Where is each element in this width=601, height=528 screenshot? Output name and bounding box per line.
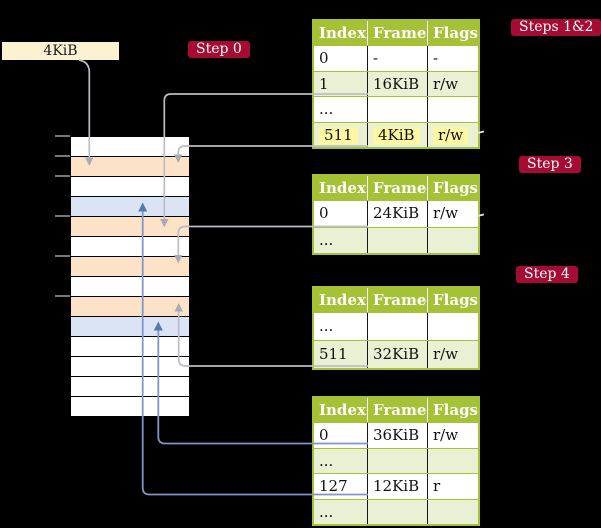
- address-tick: [55, 215, 70, 217]
- cell-index: 511: [314, 341, 368, 368]
- table-header-row: Index Frame Flags: [314, 288, 478, 312]
- cell-frame: [368, 499, 428, 524]
- col-header-frame: Frame: [368, 398, 428, 422]
- address-tick: [55, 135, 70, 137]
- table-header-row: Index Frame Flags: [314, 176, 478, 200]
- cell-index: 1: [314, 71, 368, 96]
- page-table-1: Index Frame Flags 0 - - 1 16KiB r/w ... …: [312, 19, 480, 149]
- cell-frame: 12KiB: [368, 474, 428, 499]
- cell-frame: 4KiB: [368, 122, 428, 147]
- table-row-highlighted: 511 4KiB r/w: [314, 121, 478, 148]
- col-header-frame: Frame: [368, 176, 428, 200]
- step-0-badge: Step 0: [188, 41, 250, 58]
- cell-flags: [428, 500, 478, 525]
- col-header-frame: Frame: [368, 288, 428, 312]
- steps-1-2-badge: Steps 1&2: [511, 19, 601, 36]
- table-row: 127 12KiB r: [314, 473, 478, 499]
- step-3-badge: Step 3: [519, 156, 581, 173]
- table-row: 511 32KiB r/w: [314, 340, 478, 368]
- memory-frame-row: [71, 257, 189, 277]
- cell-index: ...: [314, 313, 368, 340]
- memory-frame-row: [71, 297, 189, 317]
- memory-frame-row: [71, 237, 189, 257]
- memory-frame-row: [71, 137, 189, 157]
- cell-frame: [368, 227, 428, 253]
- memory-frame-row: [71, 377, 189, 397]
- table-row: 1 16KiB r/w: [314, 70, 478, 96]
- cell-index: 127: [314, 474, 368, 499]
- page-table-4: Index Frame Flags 0 36KiB r/w ... 127 12…: [312, 396, 480, 526]
- memory-frame-row: [71, 317, 189, 337]
- cell-flags: [428, 449, 478, 474]
- table-header-row: Index Frame Flags: [314, 398, 478, 422]
- highlight: 511: [319, 126, 358, 144]
- cell-flags: r/w: [433, 74, 459, 93]
- page-size-box: 4KiB: [2, 42, 119, 60]
- col-header-frame: Frame: [368, 21, 428, 45]
- table-row: ...: [314, 96, 478, 122]
- memory-frame-row: [71, 277, 189, 297]
- table-row: ...: [314, 312, 478, 340]
- address-tick: [55, 295, 70, 297]
- col-header-index: Index: [314, 176, 368, 200]
- cell-frame: 36KiB: [368, 423, 428, 448]
- cell-index: ...: [314, 499, 368, 524]
- cell-index: 0: [314, 201, 368, 227]
- table-row: 0 - -: [314, 45, 478, 71]
- col-header-flags: Flags: [433, 24, 478, 42]
- cell-flags: r/w: [433, 345, 459, 363]
- table-row: ...: [314, 226, 478, 254]
- cell-frame: 16KiB: [368, 71, 428, 96]
- cell-flags: r/w: [428, 123, 478, 148]
- memory-frame-row: [71, 177, 189, 197]
- cell-frame: [368, 448, 428, 473]
- memory-frame-row: [71, 197, 189, 217]
- table-header-row: Index Frame Flags: [314, 21, 478, 45]
- cell-flags: r/w: [433, 426, 459, 444]
- cell-flags: [428, 313, 478, 340]
- cell-flags: [428, 97, 478, 122]
- cell-index: 0: [314, 423, 368, 448]
- col-header-index: Index: [314, 398, 368, 422]
- cell-index: 0: [314, 46, 368, 71]
- physical-memory-column: [70, 136, 190, 417]
- cell-index: 511: [314, 122, 368, 147]
- cell-flags: [428, 228, 478, 254]
- cell-index: ...: [314, 448, 368, 473]
- table-row: 0 24KiB r/w: [314, 200, 478, 227]
- memory-frame-row: [71, 217, 189, 237]
- memory-frame-row: [71, 337, 189, 357]
- cell-frame: [368, 313, 428, 340]
- cell-index: ...: [314, 97, 368, 122]
- memory-frame-row: [71, 397, 189, 416]
- step-4-badge: Step 4: [516, 266, 578, 283]
- address-tick: [55, 175, 70, 177]
- col-header-index: Index: [314, 288, 368, 312]
- col-header-flags: Flags: [433, 401, 478, 419]
- address-tick: [55, 255, 70, 257]
- table-row: ...: [314, 498, 478, 525]
- col-header-flags: Flags: [433, 179, 478, 197]
- page-table-2: Index Frame Flags 0 24KiB r/w ...: [312, 174, 480, 255]
- cell-flags: -: [433, 49, 439, 67]
- cell-frame: 24KiB: [368, 201, 428, 227]
- cell-frame: [368, 97, 428, 122]
- address-tick: [55, 155, 70, 157]
- col-header-flags: Flags: [433, 291, 478, 309]
- cell-frame: -: [368, 46, 428, 71]
- col-header-index: Index: [314, 21, 368, 45]
- cell-flags: r/w: [433, 204, 459, 222]
- highlight: r/w: [433, 126, 469, 144]
- highlight: 4KiB: [373, 126, 420, 144]
- memory-frame-row: [71, 357, 189, 377]
- page-table-3: Index Frame Flags ... 511 32KiB r/w: [312, 286, 480, 370]
- table-row: ...: [314, 447, 478, 474]
- cell-flags: r: [433, 477, 441, 495]
- cell-frame: 32KiB: [368, 341, 428, 368]
- memory-frame-row: [71, 157, 189, 177]
- table-row: 0 36KiB r/w: [314, 422, 478, 448]
- cell-index: ...: [314, 227, 368, 253]
